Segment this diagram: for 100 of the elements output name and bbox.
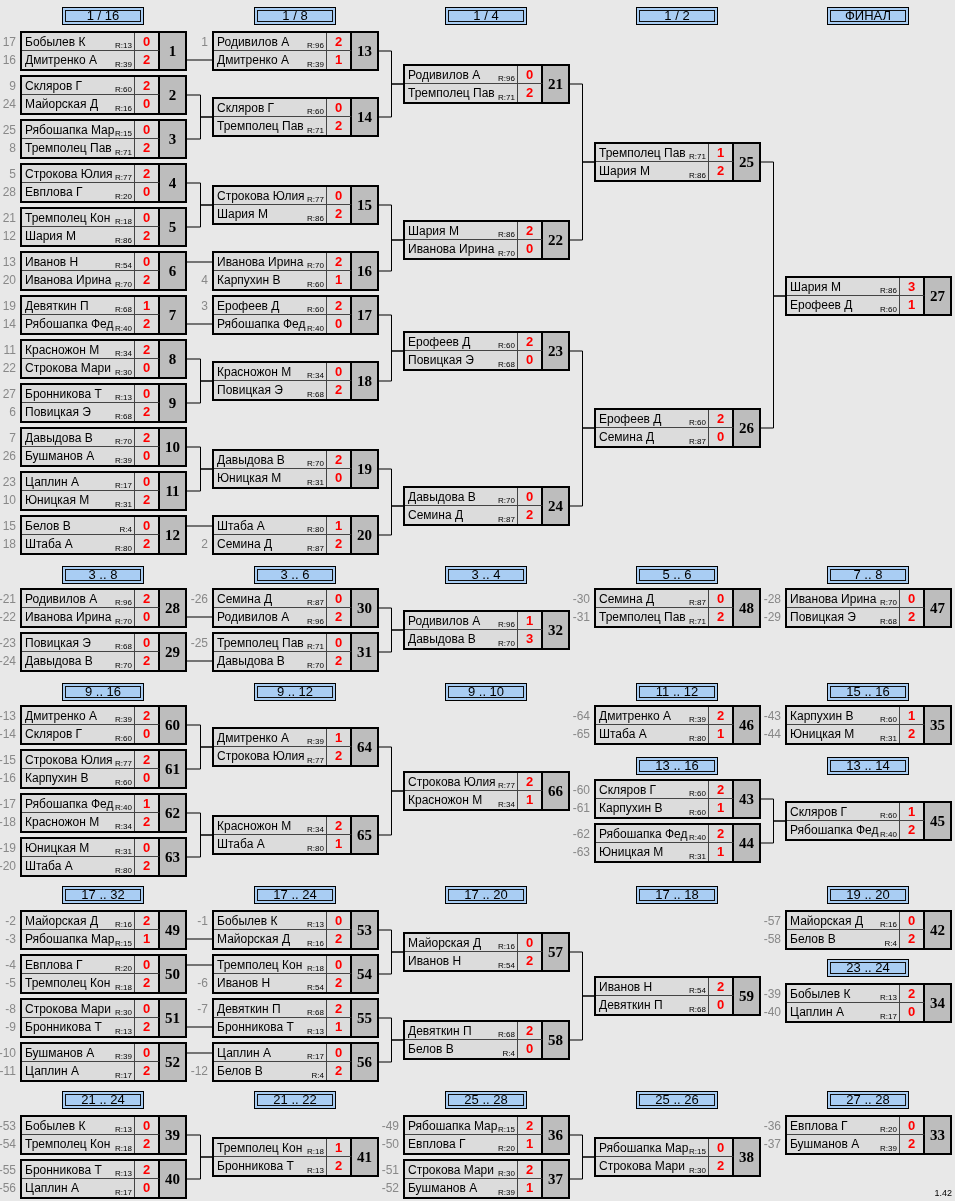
player-name: Тремполец Пав [408, 85, 495, 102]
seed-number: -40 [763, 1004, 781, 1021]
match-number: 58 [547, 1030, 564, 1050]
rating: R:34 [498, 800, 515, 809]
rating: R:70 [498, 249, 515, 258]
rating: R:4 [502, 1049, 515, 1058]
score: 2 [899, 985, 923, 1002]
bracket-connector [186, 746, 213, 770]
match-number: 63 [164, 847, 181, 867]
bracket-connector [378, 83, 404, 118]
seed-number: -53 [0, 1118, 16, 1135]
rating: R:34 [115, 349, 132, 358]
rating: R:31 [689, 852, 706, 861]
rating: R:30 [115, 1008, 132, 1017]
player-name: Строкова Юлия [25, 752, 113, 769]
player-row [596, 978, 734, 996]
score: 2 [517, 1117, 541, 1134]
player-name: Семина Д [217, 591, 273, 608]
seed-number: -50 [381, 1136, 399, 1153]
match-number: 60 [164, 715, 181, 735]
seed-number: -16 [0, 770, 16, 787]
bracket-connector [569, 427, 595, 507]
rating: R:77 [307, 195, 324, 204]
seed-number: 17 [1, 34, 16, 51]
match-number: 4 [167, 173, 178, 193]
player-row [214, 315, 352, 333]
rating: R:70 [307, 661, 324, 670]
match-number: 35 [929, 715, 946, 735]
player-name: Иванов Н [599, 979, 653, 996]
seed-number: -10 [0, 1045, 16, 1062]
match-number: 30 [356, 598, 373, 618]
player-name: Иванов Н [25, 254, 79, 271]
player-row [214, 205, 352, 223]
seed-number: -24 [0, 653, 16, 670]
player-name: Шария М [599, 163, 650, 180]
player-name: Родивилов А [217, 609, 290, 626]
rating: R:70 [115, 617, 132, 626]
rating: R:77 [498, 781, 515, 790]
round-header: 17 .. 32 [62, 886, 144, 904]
round-header: 3 .. 4 [445, 566, 527, 584]
bracket-connector [569, 1156, 595, 1180]
player-row [214, 253, 352, 271]
rating: R:87 [307, 598, 324, 607]
score: 0 [134, 473, 158, 490]
score: 2 [708, 707, 732, 724]
player-row [214, 469, 352, 487]
rating: R:54 [689, 986, 706, 995]
player-name: Бушманов А [408, 1180, 478, 1197]
player-name: Бушманов А [25, 1045, 95, 1062]
rating: R:20 [498, 1144, 515, 1153]
score: 0 [517, 488, 541, 505]
player-row [405, 791, 543, 809]
player-name: Иванова Ирина [25, 609, 112, 626]
rating: R:39 [115, 456, 132, 465]
rating: R:16 [307, 939, 324, 948]
score: 2 [134, 341, 158, 358]
seed-number: 11 [2, 342, 16, 359]
match-number: 10 [164, 437, 181, 457]
bracket-connector [569, 161, 595, 241]
player-row [214, 517, 352, 535]
rating: R:17 [880, 1012, 897, 1021]
seed-number: 24 [1, 96, 16, 113]
player-name: Евплова Г [25, 184, 83, 201]
seed-number: 3 [200, 298, 208, 315]
seed-number: -25 [190, 635, 208, 652]
player-row [596, 428, 734, 446]
rating: R:60 [880, 811, 897, 820]
rating: R:20 [880, 1125, 897, 1134]
player-name: Шария М [408, 223, 459, 240]
rating: R:16 [498, 942, 515, 951]
player-name: Белов В [217, 1063, 263, 1080]
match-box [785, 276, 952, 316]
rating: R:87 [307, 544, 324, 553]
player-name: Рябошапка Мар [25, 931, 115, 948]
seed-number: -3 [4, 931, 16, 948]
seed-number: 6 [8, 404, 16, 421]
score: 2 [134, 707, 158, 724]
seed-number: -23 [0, 635, 16, 652]
score: 2 [134, 590, 158, 607]
rating: R:70 [115, 661, 132, 670]
bracket-connector [186, 834, 213, 858]
player-name: Белов В [408, 1041, 454, 1058]
round-header: 17 .. 18 [636, 886, 718, 904]
match-number: 9 [167, 393, 178, 413]
score: 0 [708, 1139, 732, 1156]
bracket-connector [378, 629, 404, 653]
player-name: Скляров Г [599, 782, 657, 799]
player-name: Давыдова В [25, 653, 93, 670]
seed-number: -1 [196, 913, 208, 930]
rating: R:15 [689, 1147, 706, 1156]
player-name: Девяткин П [408, 1023, 472, 1040]
seed-number: -44 [763, 726, 781, 743]
match-box [785, 801, 952, 841]
player-name: Штаба А [25, 858, 73, 875]
player-name: Майорская Д [217, 931, 290, 948]
seed-number: -58 [763, 931, 781, 948]
rating: R:86 [307, 214, 324, 223]
score: 0 [517, 934, 541, 951]
player-row [405, 1040, 543, 1058]
rating: R:87 [498, 515, 515, 524]
